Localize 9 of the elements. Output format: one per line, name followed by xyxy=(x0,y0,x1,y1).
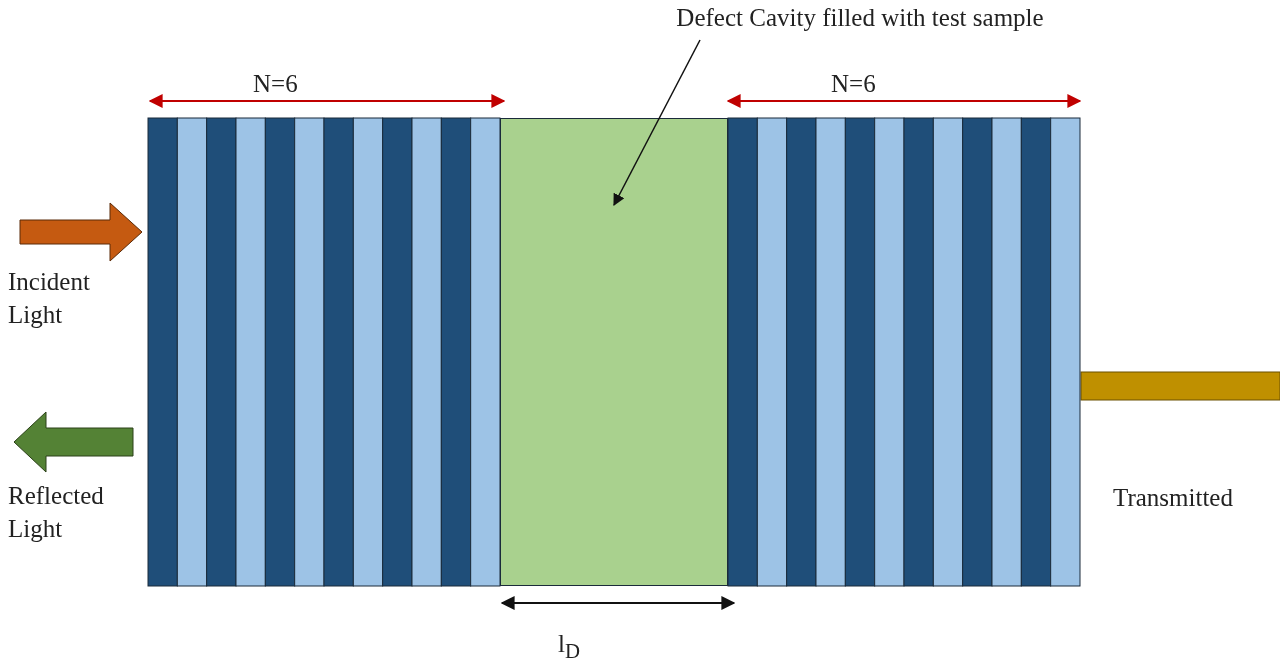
dimension-label: l$_{D}$ xyxy=(558,629,580,665)
dimension-label: N=6 xyxy=(253,69,298,99)
annotation-text: Defect Cavity filled with test sample xyxy=(675,3,1045,33)
dimension-label: N=6 xyxy=(831,69,876,99)
leader-line xyxy=(613,39,701,207)
cavity-layer xyxy=(500,118,728,586)
caption-label: Incident Light xyxy=(8,267,91,330)
caption-label: Transmitted xyxy=(1113,483,1233,513)
caption-label: Reflected Light xyxy=(8,481,105,544)
